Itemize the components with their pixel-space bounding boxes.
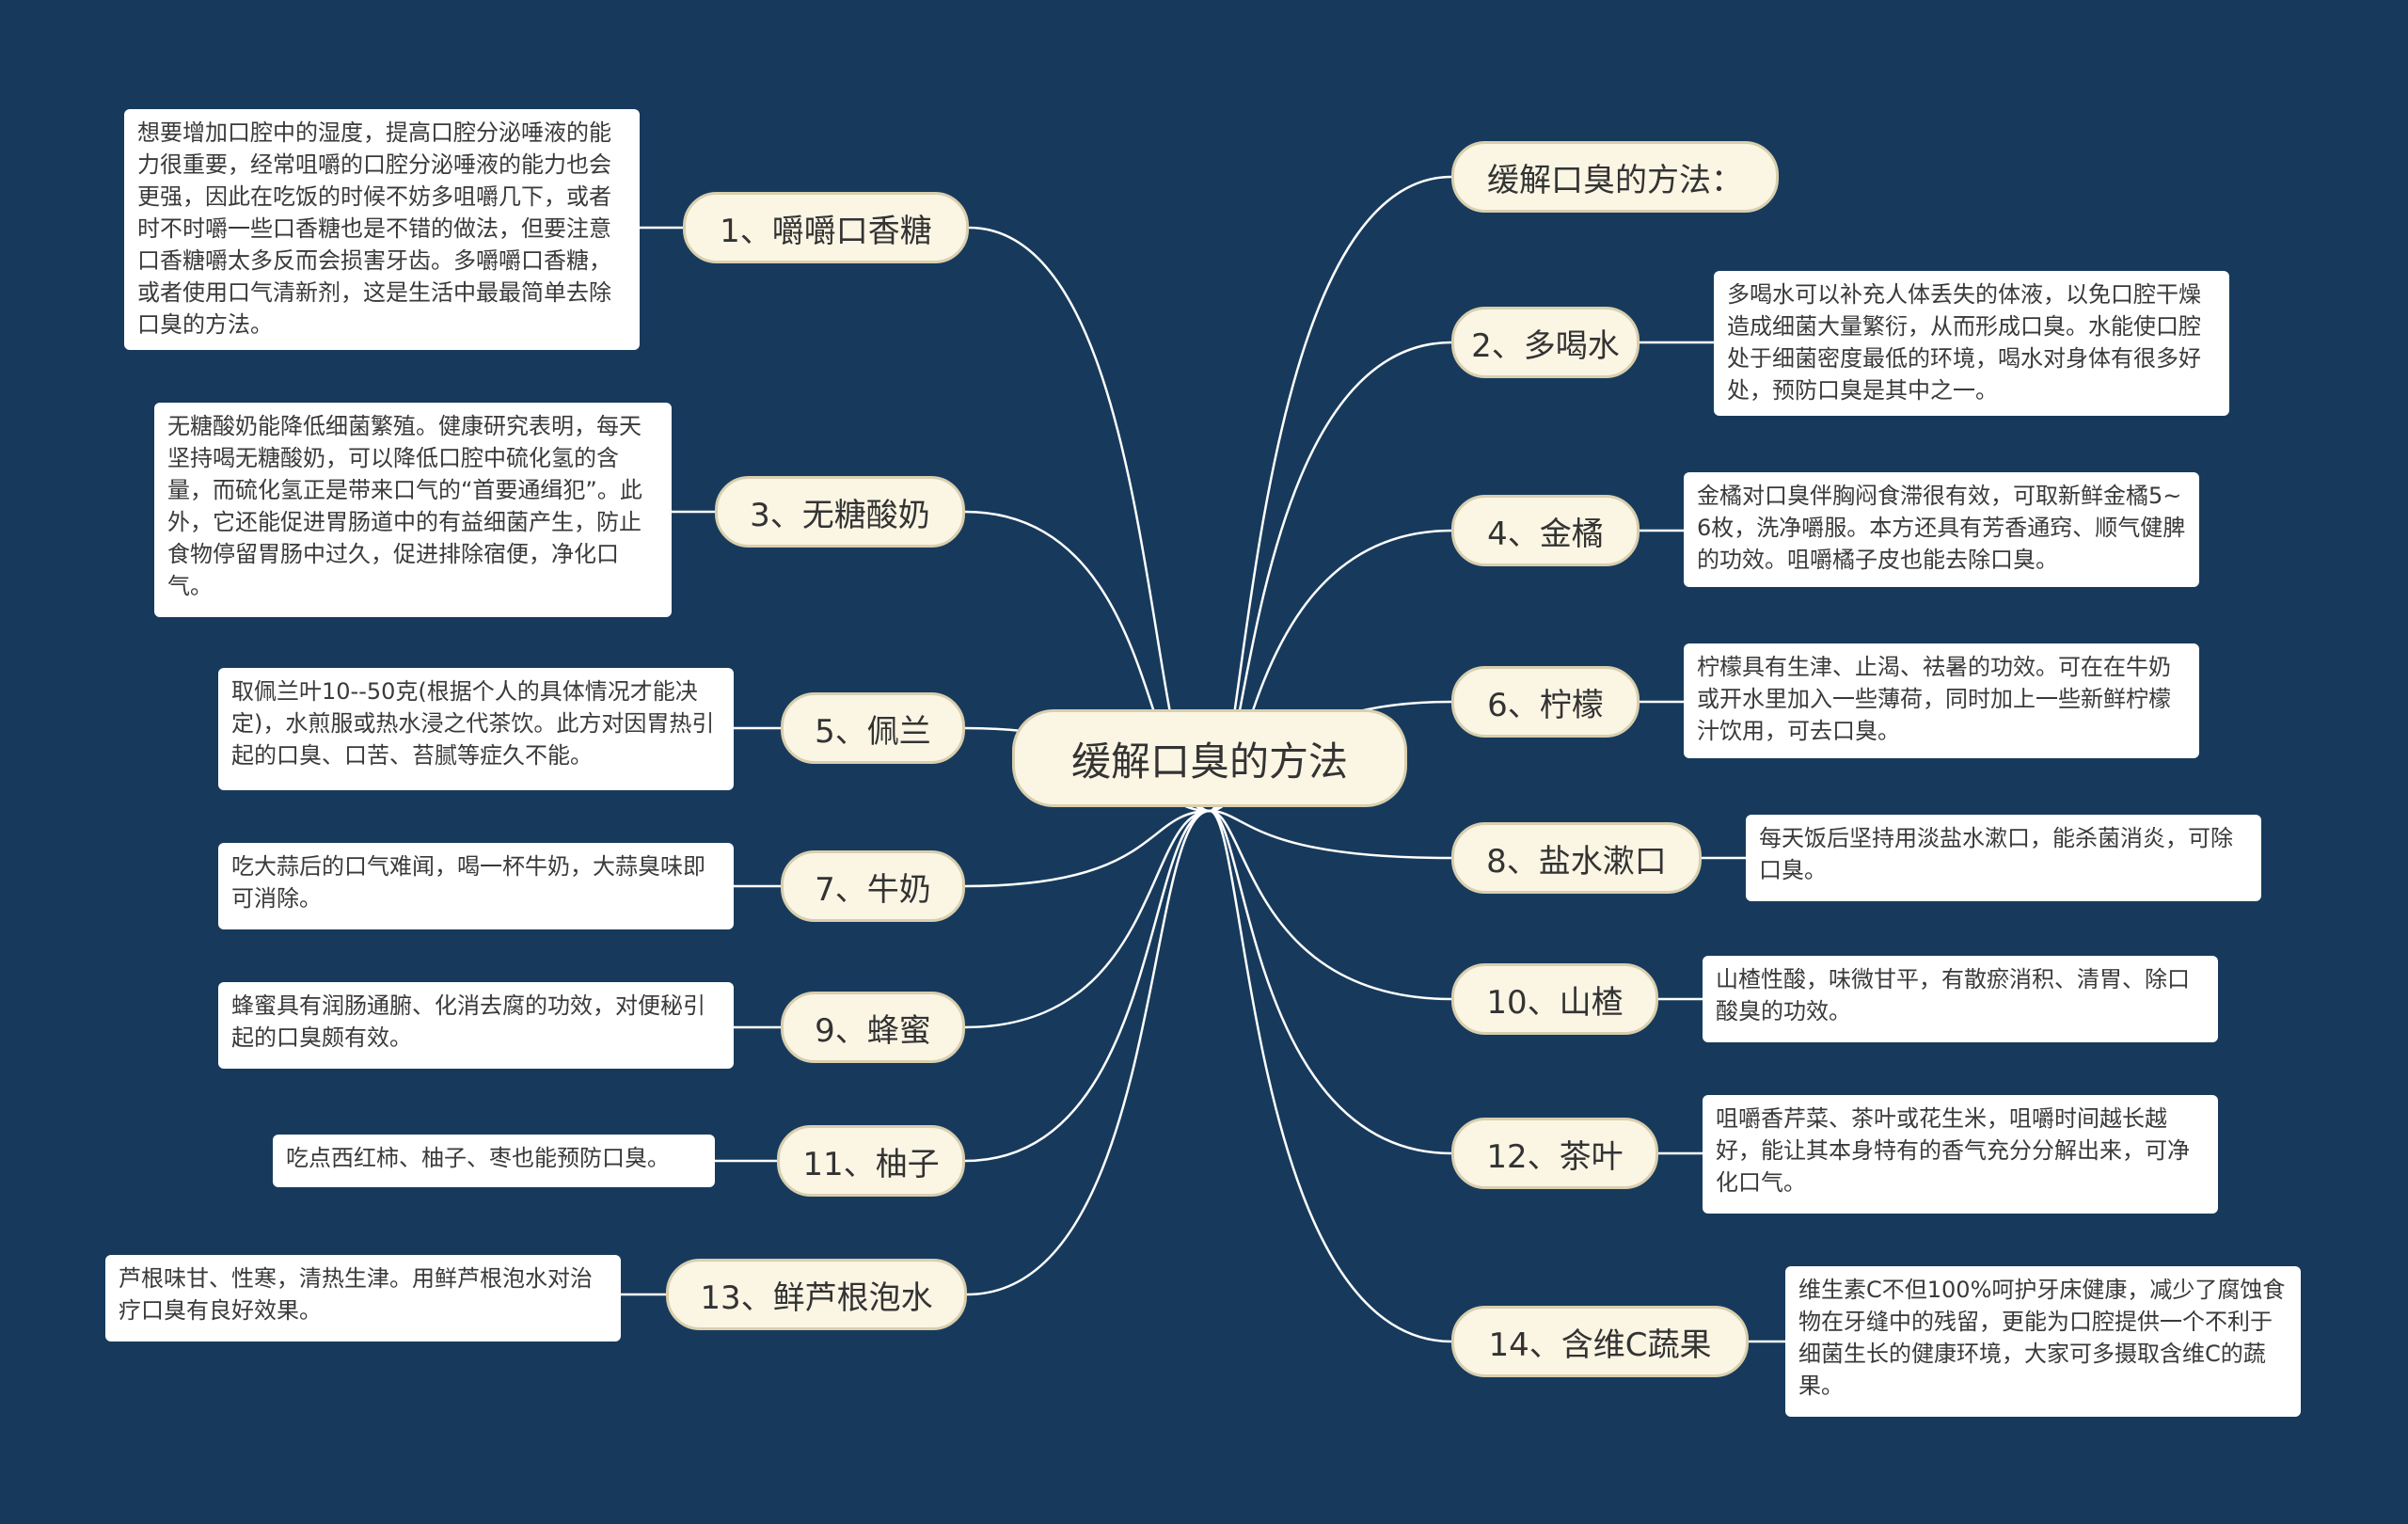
branch-salt-water-rinse[interactable]: 8、盐水漱口: [1451, 822, 1702, 894]
detail-vitamin-c-produce: 维生素C不但100%呵护牙床健康，减少了腐蚀食物在牙缝中的残留，更能为口腔提供一…: [1785, 1266, 2301, 1417]
branch-pomelo[interactable]: 11、柚子: [777, 1125, 965, 1197]
branch-vitamin-c-produce[interactable]: 14、含维C蔬果: [1451, 1306, 1749, 1377]
detail-pomelo: 吃点西红柿、柚子、枣也能预防口臭。: [273, 1135, 715, 1187]
detail-drink-water: 多喝水可以补充人体丢失的体液，以免口腔干燥造成细菌大量繁衍，从而形成口臭。水能使…: [1714, 271, 2229, 416]
branch-kumquat[interactable]: 4、金橘: [1451, 495, 1640, 566]
detail-chewing-gum: 想要增加口腔中的湿度，提高口腔分泌唾液的能力很重要，经常咀嚼的口腔分泌唾液的能力…: [124, 109, 640, 350]
branch-milk[interactable]: 7、牛奶: [781, 850, 965, 922]
detail-tea-leaves: 咀嚼香芹菜、茶叶或花生米，咀嚼时间越长越好，能让其本身特有的香气充分分解出来，可…: [1703, 1095, 2218, 1214]
detail-kumquat: 金橘对口臭伴胸闷食滞很有效，可取新鲜金橘5~6枚，洗净嚼服。本方还具有芳香通窍、…: [1684, 472, 2199, 587]
detail-reed-root-water: 芦根味甘、性寒，清热生津。用鲜芦根泡水对治疗口臭有良好效果。: [105, 1255, 621, 1341]
connector-left-3: [964, 809, 1211, 888]
branch-tea-leaves[interactable]: 12、茶叶: [1451, 1118, 1658, 1189]
detail-hawthorn: 山楂性酸，味微甘平，有散瘀消积、清胃、除口酸臭的功效。: [1703, 956, 2218, 1042]
detail-lemon: 柠檬具有生津、止渴、祛暑的功效。可在在牛奶或开水里加入一些薄荷，同时加上一些新鲜…: [1684, 643, 2199, 758]
branch-drink-water[interactable]: 2、多喝水: [1451, 307, 1640, 378]
connector-right-7: [1209, 809, 1452, 1343]
branch-lemon[interactable]: 6、柠檬: [1451, 666, 1640, 738]
connector-right-4: [1209, 809, 1452, 860]
branch-hawthorn[interactable]: 10、山楂: [1451, 963, 1658, 1035]
connector-right-6: [1209, 809, 1452, 1155]
branch-honey[interactable]: 9、蜂蜜: [781, 992, 965, 1063]
detail-milk: 吃大蒜后的口气难闻，喝一杯牛奶，大蒜臭味即可消除。: [218, 843, 734, 929]
detail-salt-water-rinse: 每天饭后坚持用淡盐水漱口，能杀菌消炎，可除口臭。: [1746, 815, 2261, 901]
branch-pei-lan[interactable]: 5、佩兰: [781, 692, 965, 764]
connector-right-5: [1209, 809, 1452, 1001]
branch-reed-root-water[interactable]: 13、鲜芦根泡水: [666, 1259, 967, 1330]
detail-sugar-free-yogurt: 无糖酸奶能降低细菌繁殖。健康研究表明，每天坚持喝无糖酸奶，可以降低口腔中硫化氢的…: [154, 403, 672, 617]
heading-node[interactable]: 缓解口臭的方法：: [1451, 141, 1779, 213]
connector-left-4: [964, 809, 1211, 1029]
branch-chewing-gum[interactable]: 1、嚼嚼口香糖: [683, 192, 969, 263]
detail-pei-lan: 取佩兰叶10--50克(根据个人的具体情况才能决定)，水煎服或热水浸之代茶饮。此…: [218, 668, 734, 790]
connector-left-5: [964, 809, 1211, 1163]
connector-left-6: [966, 809, 1211, 1296]
root-node[interactable]: 缓解口臭的方法: [1012, 709, 1407, 807]
detail-honey: 蜂蜜具有润肠通腑、化消去腐的功效，对便秘引起的口臭颇有效。: [218, 982, 734, 1069]
branch-sugar-free-yogurt[interactable]: 3、无糖酸奶: [715, 476, 965, 548]
